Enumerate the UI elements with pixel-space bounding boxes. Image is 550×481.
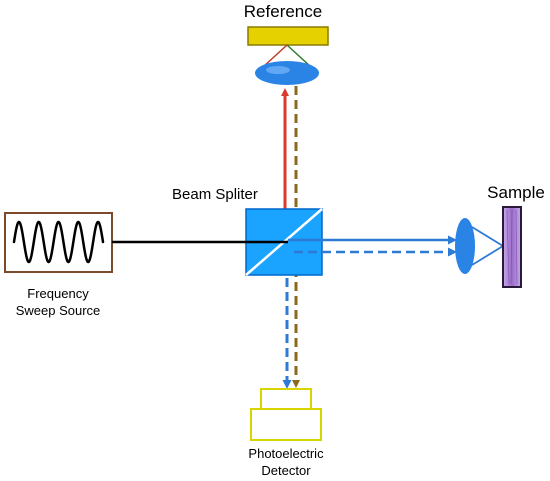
detector-top xyxy=(260,388,312,410)
source-label-line2: Sweep Source xyxy=(16,303,101,318)
reference-label: Reference xyxy=(244,2,322,21)
reference-lens-highlight xyxy=(266,66,290,74)
source-label-line1: Frequency xyxy=(27,286,89,301)
sample-lens xyxy=(455,218,475,274)
sample-label: Sample xyxy=(487,183,545,202)
detector-label-line2: Detector xyxy=(261,463,311,478)
sample-focus-lines xyxy=(471,226,504,266)
detector-label-line1: Photoelectric xyxy=(248,446,324,461)
reference-reflection-lines xyxy=(262,44,312,68)
sample-texture xyxy=(506,209,518,285)
detector-body xyxy=(250,408,322,441)
reference-mirror xyxy=(247,26,329,46)
beam-splitter-label: Beam Spliter xyxy=(172,186,258,203)
reference-lens xyxy=(255,61,319,85)
sine-wave-icon xyxy=(12,220,105,264)
